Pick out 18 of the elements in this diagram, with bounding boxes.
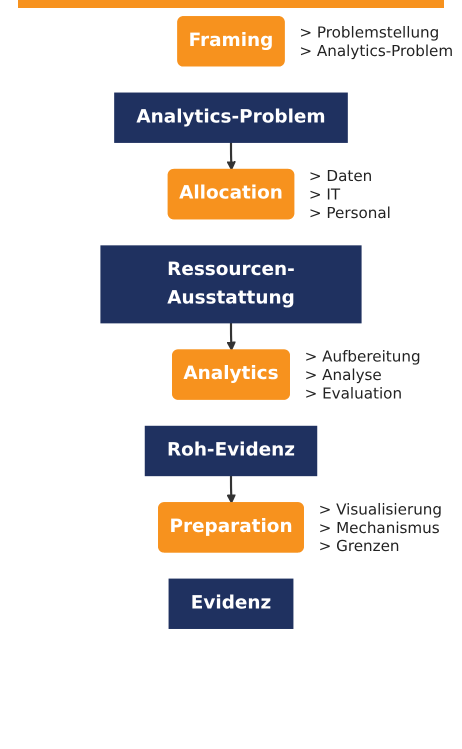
list-item: > Analytics-Problem: [299, 42, 454, 60]
list-item: > Evaluation: [304, 384, 402, 402]
list-item: > Personal: [308, 204, 391, 222]
node-box: Evidenz: [168, 578, 294, 629]
list-item: > Aufbereitung: [304, 348, 421, 366]
list-item: > Daten: [308, 167, 372, 186]
list-item: > Grenzen: [318, 537, 400, 556]
arrow: [226, 476, 236, 504]
node-box: Roh-Evidenz: [144, 426, 318, 476]
list-item: > Visualisierung: [318, 500, 442, 518]
arrow: [226, 322, 236, 351]
list-item: > Mechanismus: [318, 518, 440, 537]
arrow: [226, 142, 236, 170]
list-item: > IT: [308, 186, 340, 204]
node-box: Analytics-Problem: [114, 92, 348, 143]
list-item: > Problemstellung: [299, 24, 440, 42]
list-item: > Analyse: [304, 366, 382, 384]
node-box: Ressourcen-Ausstattung: [100, 245, 362, 324]
